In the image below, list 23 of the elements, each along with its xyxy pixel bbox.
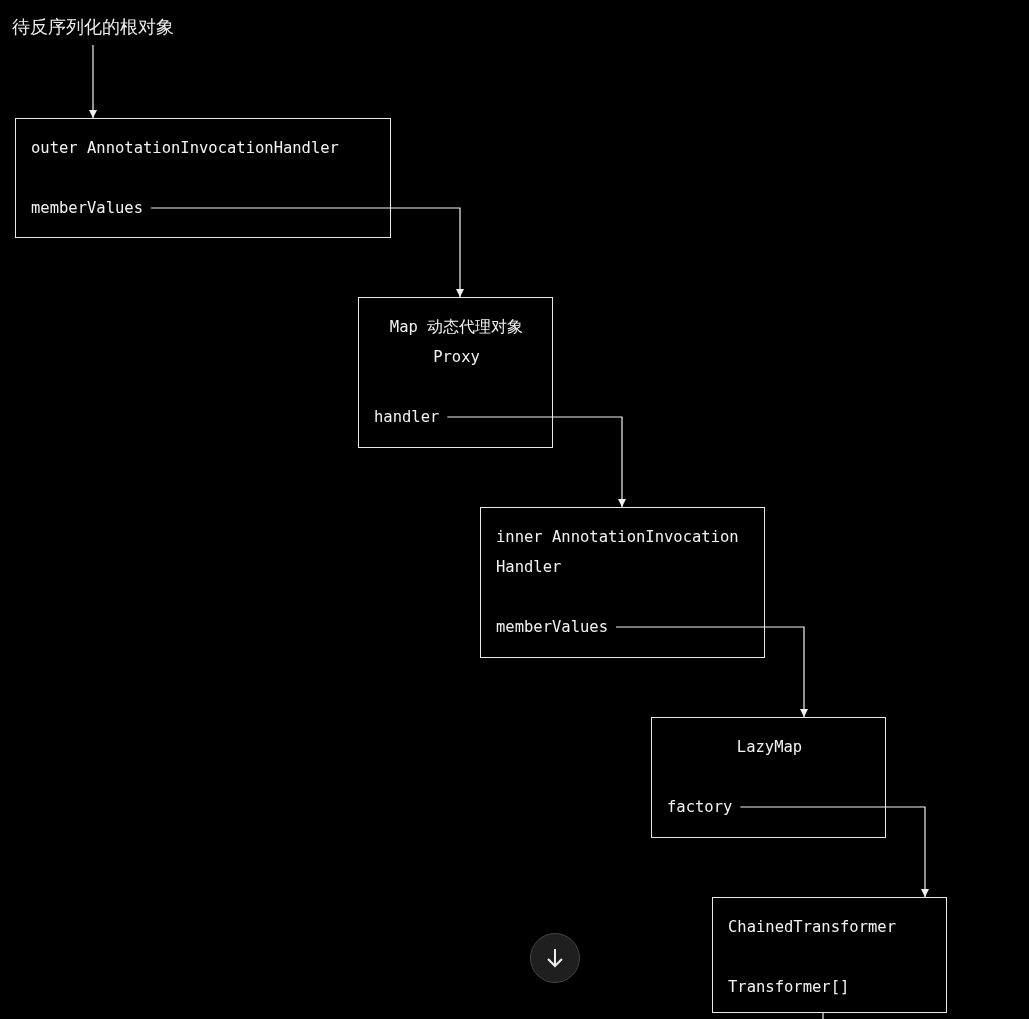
box-title: inner AnnotationInvocation Handler bbox=[496, 527, 740, 578]
object-box bbox=[712, 897, 947, 1013]
field-name: Transformer[] bbox=[728, 976, 850, 998]
arrow bbox=[739, 806, 930, 898]
object-box bbox=[15, 118, 391, 238]
root-label: 待反序列化的根对象 bbox=[12, 15, 174, 39]
arrow bbox=[615, 626, 809, 718]
arrow bbox=[88, 44, 98, 119]
arrow bbox=[150, 207, 465, 298]
box-title: LazyMap bbox=[735, 737, 804, 758]
connector-line bbox=[822, 1012, 824, 1019]
object-box bbox=[651, 717, 886, 838]
object-box bbox=[480, 507, 765, 658]
box-title: Proxy bbox=[432, 347, 481, 368]
arrow bbox=[446, 416, 627, 508]
field-name: memberValues bbox=[31, 197, 143, 219]
field-name: handler bbox=[374, 406, 440, 428]
field-name: memberValues bbox=[496, 616, 608, 638]
box-title: outer AnnotationInvocationHandler bbox=[31, 138, 339, 159]
field-name: factory bbox=[667, 796, 733, 818]
object-box bbox=[358, 297, 553, 448]
box-title: Map 动态代理对象 bbox=[388, 317, 525, 338]
box-title: ChainedTransformer bbox=[728, 917, 896, 938]
